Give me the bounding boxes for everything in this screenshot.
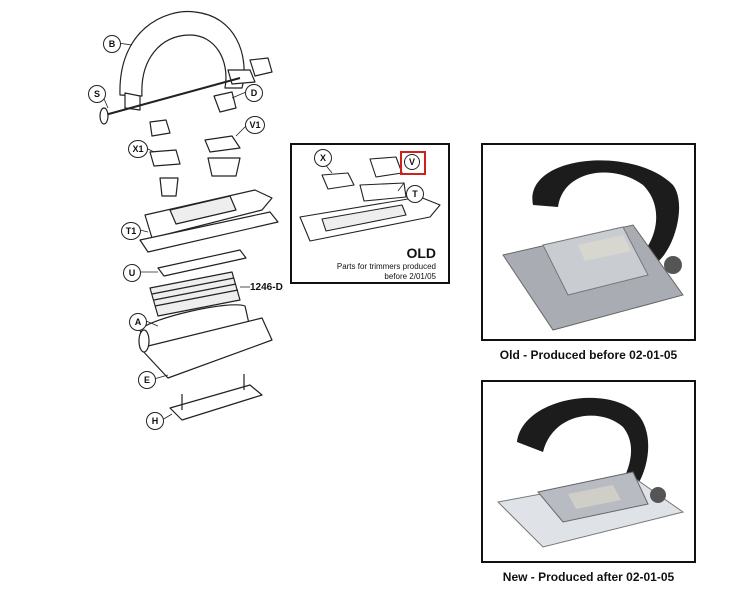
inset-callout-t: T bbox=[406, 185, 424, 203]
old-trimmer-photo bbox=[481, 143, 696, 341]
handle-part-b bbox=[119, 10, 245, 97]
new-photo-caption: New - Produced after 02-01-05 bbox=[502, 570, 675, 584]
callout-u: U bbox=[123, 264, 141, 282]
inset-note: Parts for trimmers produced before 2/01/… bbox=[336, 262, 436, 281]
old-trimmer-image bbox=[502, 160, 684, 331]
callout-v1: V1 bbox=[245, 116, 265, 134]
callout-b: B bbox=[103, 35, 121, 53]
callout-t1: T1 bbox=[121, 222, 141, 240]
exploded-diagram-drawing bbox=[99, 10, 279, 421]
part-number-label: 1246-D bbox=[250, 282, 283, 293]
callout-s: S bbox=[88, 85, 106, 103]
inset-title: OLD bbox=[406, 245, 436, 261]
callout-x1: X1 bbox=[128, 140, 148, 158]
old-parts-inset: X V T OLD Parts for trimmers produced be… bbox=[290, 143, 450, 284]
old-photo-caption: Old - Produced before 02-01-05 bbox=[499, 348, 678, 362]
callout-h: H bbox=[146, 412, 164, 430]
callout-e: E bbox=[138, 371, 156, 389]
new-trimmer-photo bbox=[481, 380, 696, 563]
inset-callout-v: V bbox=[404, 154, 420, 170]
exploded-parts-diagram: B S D V1 X1 T1 U 1246-D A E H bbox=[0, 0, 290, 440]
callout-d: D bbox=[245, 84, 263, 102]
inset-highlight-box bbox=[400, 151, 426, 175]
callout-a: A bbox=[129, 313, 147, 331]
new-trimmer-image bbox=[496, 397, 685, 548]
inset-callout-x: X bbox=[314, 149, 332, 167]
inset-drawing bbox=[299, 156, 441, 242]
